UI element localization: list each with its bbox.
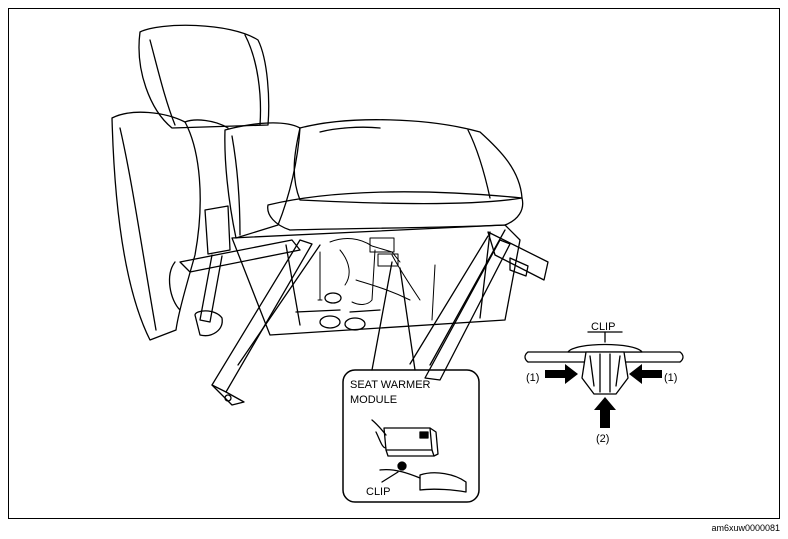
step-2-label: (2): [596, 433, 609, 445]
inset-leader: [371, 261, 416, 371]
arrow-right-1: [629, 364, 662, 384]
figure-id: am6xuw0000081: [711, 523, 780, 533]
seat-cushion: [267, 119, 524, 231]
clip-body: [581, 351, 629, 395]
wiring-harness: [317, 237, 436, 321]
step-1-left-label: (1): [526, 372, 539, 384]
recliner-lever: [168, 205, 231, 337]
step-1-right-label: (1): [664, 372, 677, 384]
inset-clip-label: CLIP: [366, 486, 390, 498]
figure-frame: [8, 8, 780, 519]
clip-detail-label: CLIP: [591, 321, 615, 333]
inset-box: [342, 369, 480, 503]
seat-rails: [211, 229, 511, 406]
seat-warmer-module: [371, 419, 439, 457]
seat-backrest: [111, 24, 301, 341]
module-label-line2: MODULE: [350, 394, 397, 406]
seat-frame: [179, 224, 549, 336]
clip-fastener: [397, 461, 407, 471]
clip-detail: [524, 331, 684, 395]
arrow-left-1: [545, 364, 578, 384]
module-label-line1: SEAT WARMER: [350, 379, 431, 391]
arrow-up-2: [594, 397, 616, 428]
clip-head: [567, 343, 643, 353]
